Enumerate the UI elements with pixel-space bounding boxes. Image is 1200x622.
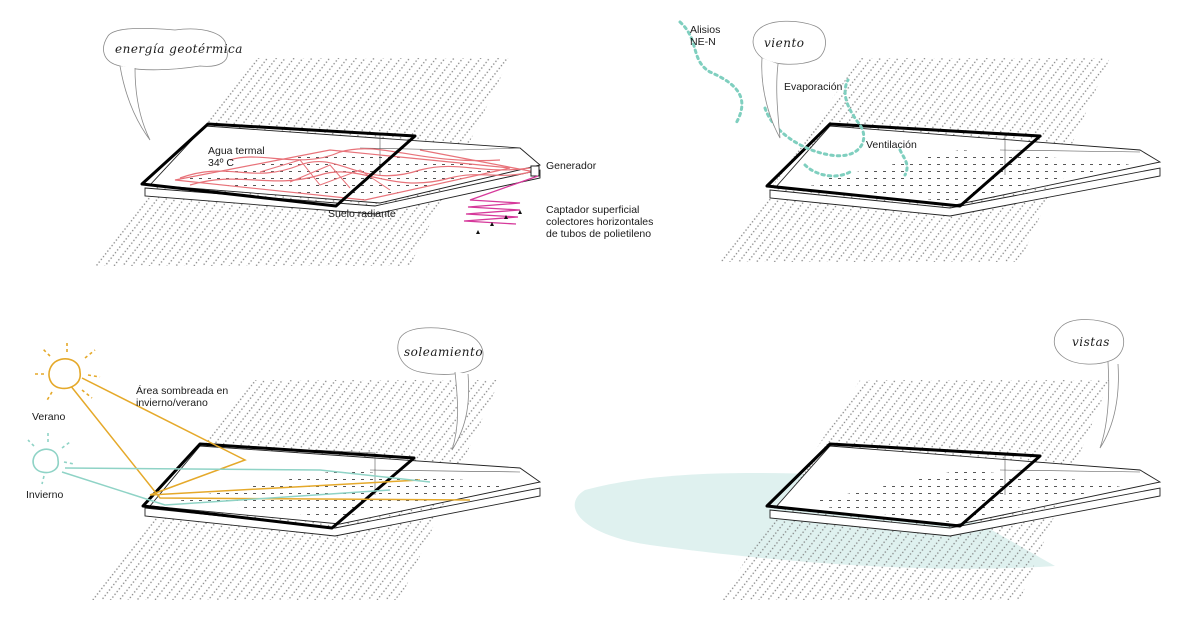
shaded-area-label-2: invierno/verano: [136, 397, 208, 409]
house-model: [765, 122, 1162, 217]
sun-rays: [61, 377, 471, 506]
temperature-label: 34º C: [208, 157, 234, 169]
title-bubble: [1053, 319, 1125, 365]
collector-label-3: de tubos de polietileno: [546, 228, 651, 240]
winter-sun-icon: [27, 432, 75, 485]
summer-sun-icon: [32, 340, 101, 403]
views-panel: vistas: [574, 319, 1162, 600]
summer-label: Verano: [32, 411, 65, 423]
house-model: [141, 442, 542, 537]
trade-winds-label-1: Alisios: [690, 24, 720, 36]
geothermal-title: energía geotérmica: [115, 42, 243, 56]
evaporation-label: Evaporación: [784, 81, 843, 93]
wind-panel: viento Alisios NE-N Evaporación Ventilac…: [678, 20, 1162, 262]
winter-label: Invierno: [26, 489, 64, 501]
shaded-area-label-1: Área sombreada en: [136, 384, 228, 397]
collector-arrows: [476, 210, 522, 234]
wind-title: viento: [764, 36, 805, 50]
wind-flow-lines: [678, 20, 909, 178]
sun-title: soleamiento: [404, 345, 483, 359]
radiant-floor-pipes: [174, 149, 511, 201]
generator-box: [530, 165, 540, 177]
thermal-water-label: Agua termal: [208, 145, 265, 157]
title-bubble: [397, 327, 484, 375]
ventilation-label: Ventilación: [866, 139, 917, 151]
sun-panel: soleamiento Verano Invierno Área sombrea…: [26, 327, 542, 600]
title-bubble: [752, 20, 826, 65]
radiant-floor-label: Suelo radiante: [328, 208, 396, 220]
trade-winds-label-2: NE-N: [690, 36, 716, 48]
views-title: vistas: [1072, 335, 1110, 349]
collector-label-1: Captador superficial: [546, 204, 639, 216]
collector-label-2: colectores horizontales: [546, 216, 653, 228]
house-model: [765, 442, 1162, 537]
generator-label: Generador: [546, 160, 597, 172]
house-model: [140, 122, 541, 234]
title-bubble: [103, 27, 228, 71]
geothermal-panel: energía geotérmica Agua termal 34º C Gen…: [92, 27, 653, 266]
